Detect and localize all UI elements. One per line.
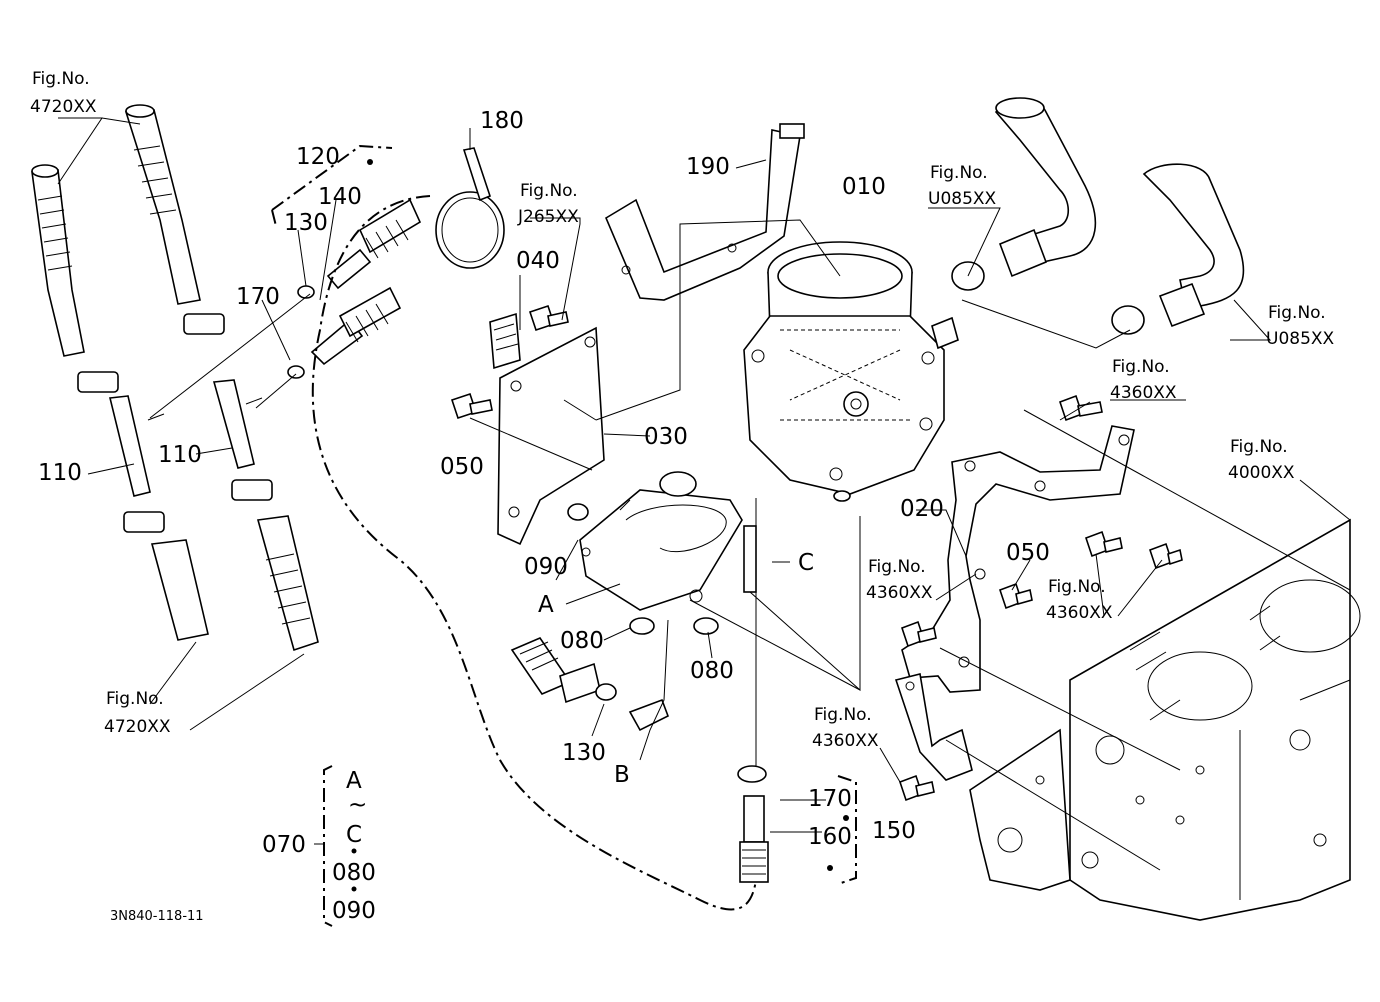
part-130-bottom: 130 (562, 740, 606, 766)
fig-4000-l1: Fig.No. (1230, 437, 1288, 457)
sensor-group-150 (737, 765, 857, 885)
fig-4720-bottom-l2: 4720XX (104, 717, 171, 737)
part-050-right: 050 (1006, 540, 1050, 566)
pipe-u085-b (1111, 163, 1245, 335)
part-160: 160 (808, 824, 852, 850)
part-090: 090 (524, 554, 568, 580)
fig-u085-a-l2: U085XX (928, 189, 997, 209)
part-080-left: 080 (560, 628, 604, 654)
fig-4360-a-l1: Fig.No. (1112, 357, 1170, 377)
part-110-right: 110 (158, 442, 202, 468)
fig-4720-top-l1: Fig.No. (32, 69, 90, 89)
fig-4720-top-l2: 4720XX (30, 97, 97, 117)
ref-a: A (538, 592, 554, 618)
kit-070-080: 080 (332, 860, 376, 886)
pipe-u085-a (951, 97, 1097, 291)
engine-block (969, 518, 1361, 921)
bracket-020 (894, 425, 1135, 781)
part-190: 190 (686, 154, 730, 180)
cover-030 (489, 312, 605, 546)
fig-4360-a-l2: 4360XX (1110, 383, 1177, 403)
fig-u085-b-l2: U085XX (1266, 329, 1335, 349)
drawing-code: 3N840-118-11 (110, 909, 204, 924)
part-130-top: 130 (284, 210, 328, 236)
fig-4360-b-l2: 4360XX (866, 583, 933, 603)
kit-070-tilde: ~ (348, 792, 367, 818)
part-050-left: 050 (440, 454, 484, 480)
bracket-190 (604, 123, 805, 301)
part-170-top: 170 (236, 284, 280, 310)
kit-070-c: C (346, 822, 362, 848)
part-010: 010 (842, 174, 886, 200)
fig-4360-c-l1: Fig.No. (1048, 577, 1106, 597)
filter-head (567, 471, 743, 732)
part-020: 020 (900, 496, 944, 522)
fig-4720-bottom-l1: Fig.No. (106, 689, 164, 709)
fig-4000-l2: 4000XX (1228, 463, 1295, 483)
ref-b: B (614, 762, 630, 788)
fig-u085-b-l1: Fig.No. (1268, 303, 1326, 323)
kit-070-a: A (346, 768, 362, 794)
fig-4360-d-l1: Fig.No. (814, 705, 872, 725)
part-170-bottom: 170 (808, 786, 852, 812)
bolts-bracket (898, 394, 1183, 802)
part-070: 070 (262, 832, 306, 858)
part-080-right: 080 (690, 658, 734, 684)
wire-harness (311, 195, 757, 911)
fig-4360-b-l1: Fig.No. (868, 557, 926, 577)
lower-hose (510, 637, 617, 704)
fig-j265-l2: J265XX (517, 207, 579, 227)
cable-tie-180 (435, 147, 505, 269)
leader-lines (57, 117, 1351, 871)
part-140: 140 (318, 184, 362, 210)
part-180: 180 (480, 108, 524, 134)
kit-070-090: 090 (332, 898, 376, 924)
part-150: 150 (872, 818, 916, 844)
fig-u085-a-l1: Fig.No. (930, 163, 988, 183)
ref-c: C (798, 550, 814, 576)
fig-4360-d-l2: 4360XX (812, 731, 879, 751)
part-030: 030 (644, 424, 688, 450)
part-120: 120 (296, 144, 340, 170)
part-110-left: 110 (38, 460, 82, 486)
fig-j265-l1: Fig.No. (520, 181, 578, 201)
fig-4360-c-l2: 4360XX (1046, 603, 1113, 623)
bolt-050-left (450, 392, 493, 420)
rod-c (743, 498, 757, 780)
left-hose-assembly (31, 104, 319, 652)
hose-group-120 (271, 144, 422, 379)
filter-010 (743, 241, 959, 502)
kit-070-bracket (323, 765, 333, 927)
part-040: 040 (516, 248, 560, 274)
